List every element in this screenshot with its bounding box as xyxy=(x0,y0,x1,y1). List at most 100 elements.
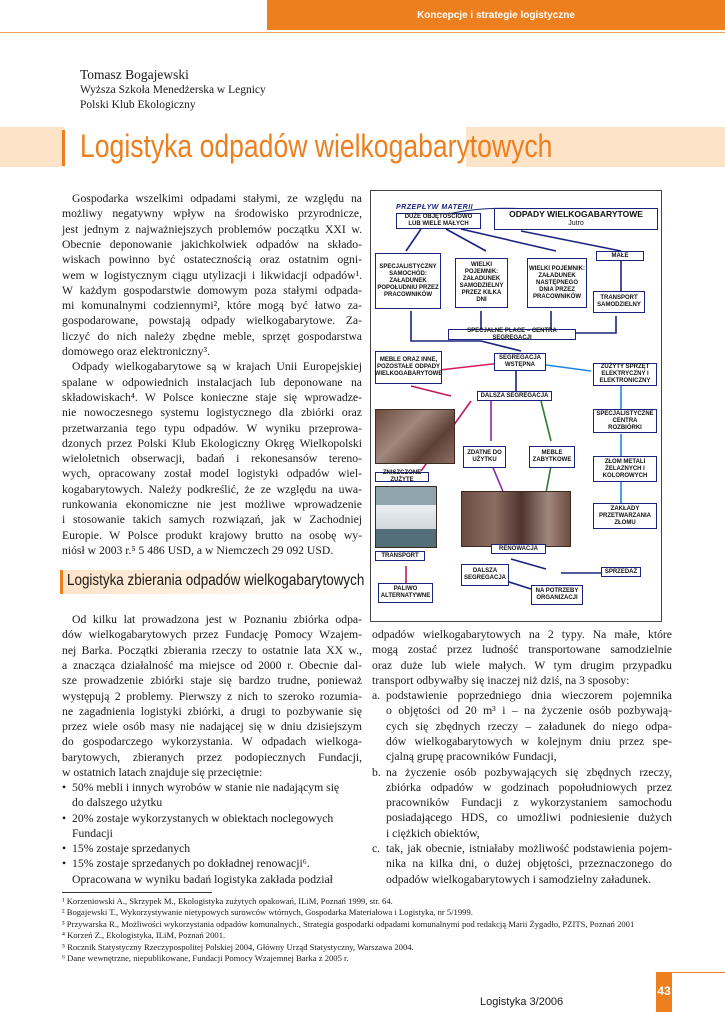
list-item-line: nika na kilka dni, o dużej objętości, pr… xyxy=(386,857,672,871)
text-line: składowiskach⁴. W Polsce konieczne staje… xyxy=(62,390,362,404)
diagram-box: DALSZA SEGREGACJA xyxy=(461,564,509,586)
text-line: barytowych, zbieranych przez podopieczny… xyxy=(62,750,362,764)
diagram-box: ZUŻYTY SPRZĘT ELEKTRYCZNY I ELEKTRONICZN… xyxy=(593,363,657,386)
list-item-line: na życzenie osób pozbywających się zbędn… xyxy=(386,765,672,779)
list-item-line: zbiórka odpadów w godzinach popołudniowy… xyxy=(386,780,672,794)
diagram-main-subtitle: Jutro xyxy=(568,220,584,227)
text-line: dzonych przez Polski Klub Ekologiczny Ok… xyxy=(62,436,362,450)
paragraph-line: Opracowana w wyniku badań logistyka zakł… xyxy=(72,873,333,886)
diagram-box: ZAKŁADY PRZETWARZANIA ZŁOMU xyxy=(593,503,657,529)
diagram-box: SEGREGACJA WSTĘPNA xyxy=(494,353,546,371)
diagram-box: ZNISZCZONE ZUŻYTE xyxy=(375,470,429,483)
text-line: nej Barka. Początki zbierania rzeczy to … xyxy=(62,643,362,657)
footnote: ³ Przywarska R., Możliwości wykorzystani… xyxy=(62,918,635,929)
diagram-box: MAŁE xyxy=(596,251,644,261)
text-line: runkowania ekonomiczne nie jest możliwe … xyxy=(62,498,362,511)
list-marker: b. xyxy=(372,765,381,779)
list-item-line: odpadów wielkogabarytowych i samodzielny… xyxy=(386,872,652,886)
footnote: ² Bogajewski T., Wykorzystywanie nietypo… xyxy=(62,907,473,918)
text-line: niósł w 2003 r.⁵ 5 486 USD, a w Niemczec… xyxy=(62,543,334,557)
flow-diagram: PRZEPŁYW MATERII ODPADY WIELKOGABARYTOWE… xyxy=(370,190,662,622)
text-line: Gospodarka wszelkimi odpadami stałymi, z… xyxy=(72,192,362,205)
text-line: Od kilku lat prowadzona jest w Poznaniu … xyxy=(72,613,362,626)
text-line: kogabarytowych. Należy podkreślić, że ze… xyxy=(62,482,362,496)
diagram-box: SPECJALNE PLACE – CENTRA SEGREGACJI xyxy=(448,328,576,341)
section-header-band: Koncepcje i strategie logistyczne xyxy=(267,0,725,30)
text-line: oraz duże lub wiele małych. W tym drugim… xyxy=(372,658,672,672)
percentage-list: 50% mebli i innych wyrobów w stanie nie … xyxy=(62,780,339,872)
text-line: Obecnie deponowanie jakichkolwiek odpadó… xyxy=(62,237,362,251)
text-line: występują 2 problemy. Pierwszy z nich to… xyxy=(62,689,362,703)
text-line: sze prowadzenie zbiórki staje się bardzo… xyxy=(62,674,362,688)
diagram-box: MEBLE ZABYTKOWE xyxy=(529,446,575,468)
text-line: ne zagadnienia logistyki zbiórki, a drug… xyxy=(62,704,362,718)
text-line: w ostatnich latach znajduje się przecięt… xyxy=(62,766,263,779)
list-item: do dalszego użytku xyxy=(72,796,163,810)
text-line: Odpady wielkogabarytowe są w krajach Uni… xyxy=(72,360,362,374)
footnote: ⁴ Korzeń Z., Ekologistyka, ILiM, Poznań … xyxy=(62,930,226,941)
list-item-line: podstawienie poprzedniego dnia wieczorem… xyxy=(386,689,672,702)
diagram-box: WIELKI POJEMNIK: ZAŁADUNEK NASTĘPNEGO DN… xyxy=(527,258,587,308)
text-line: liczyć do nich należy zbędne meble, sprz… xyxy=(62,329,362,343)
section-header-label: Koncepcje i strategie logistyczne xyxy=(417,10,575,21)
text-line: spalane w odpowiednich instalacjach lub … xyxy=(62,375,362,389)
text-line: do gospodarczego wykorzystania. W odpada… xyxy=(62,735,362,749)
text-line: wiskach powinno być ostatecznością oraz … xyxy=(62,253,362,267)
diagram-box: DALSZA SEGREGACJA xyxy=(477,391,552,401)
text-line: przetwarzania tego typu odpadów. W wynik… xyxy=(62,421,362,435)
footnote-rule xyxy=(62,892,212,893)
section-heading-text: Logistyka zbierania odpadów wielkogabary… xyxy=(67,572,365,589)
page-number-rule xyxy=(672,972,725,973)
author-name: Tomasz Bogajewski xyxy=(80,67,189,82)
diagram-box: ZDATNE DO UŻYTKU xyxy=(463,446,506,468)
text-line: dów wielkogabarytowych przez Fundację Po… xyxy=(62,628,362,642)
list-item: 50% mebli i innych wyrobów w stanie nie … xyxy=(62,780,339,796)
title-accent-bar xyxy=(62,130,65,166)
text-line: wieloletnich obserwacji, badań i rekones… xyxy=(62,452,362,466)
title-band xyxy=(0,127,725,167)
diagram-main-title-text: ODPADY WIELKOGABARYTOWE xyxy=(509,209,643,219)
list-item: 20% zostaje wykorzystanych w obiektach n… xyxy=(62,811,339,827)
diagram-box: ZŁOM METALI ŻELAZNYCH I KOLOROWYCH xyxy=(593,456,657,482)
list-marker: c. xyxy=(372,842,381,855)
diagram-box: NA POTRZEBY ORGANIZACJI xyxy=(531,585,583,605)
text-line: możliwy negatywny wpływ na środowisko pr… xyxy=(62,207,362,221)
photo-renovation xyxy=(461,491,571,547)
diagram-box: DUŻE OBJĘTOŚCIOWO LUB WIELE MAŁYCH xyxy=(396,213,481,229)
header-rule xyxy=(0,32,725,33)
diagram-box: SPECJALISTYCZNE CENTRA ROZBIÓRKI xyxy=(593,409,657,433)
list-item: 15% zostaje sprzedanych po dokładnej ren… xyxy=(62,856,339,872)
text-line: przez wiele osób masy nie nadającej się … xyxy=(62,720,362,734)
photo-truck xyxy=(375,486,437,548)
text-line: transport odbywałby się inaczej niż dziś… xyxy=(372,673,630,687)
diagram-box: TRANSPORT xyxy=(375,551,425,561)
list-item: 15% zostaje sprzedanych xyxy=(62,841,339,857)
list-item-line: cjalną grupę pracowników Fundacji, xyxy=(386,750,557,764)
footnote: ⁵ Rocznik Statystyczny Rzeczypospolitej … xyxy=(62,941,414,952)
section-heading: Logistyka zbierania odpadów wielkogabary… xyxy=(60,570,364,594)
text-line: mi komunalnymi codziennymi², które mogą … xyxy=(62,299,362,313)
text-line: W każdym gospodarstwie domowym poza stał… xyxy=(62,283,362,297)
journal-issue: Logistyka 3/2006 xyxy=(480,996,564,1008)
diagram-box: WIELKI POJEMNIK: ZAŁADUNEK SAMODZIELNY P… xyxy=(455,258,508,308)
diagram-box: PALIWO ALTERNATYWNE xyxy=(378,583,433,603)
page-number: 43 xyxy=(656,972,672,1012)
list-marker: a. xyxy=(372,689,381,702)
text-line: jest jednym z najważniejszych problemów … xyxy=(62,222,362,236)
author-affiliation: Polski Klub Ekologiczny xyxy=(80,99,196,111)
footnote: ⁶ Dane wewnętrzne, niepublikowane, Funda… xyxy=(62,953,349,963)
footnote: ¹ Korzeniowski A., Skrzypek M., Ekologis… xyxy=(62,896,393,906)
text-line: odpadów wielkogabarytowych na 2 typy. Na… xyxy=(372,628,672,641)
list-item-line: posiadającego HDS, co umożliwi podniesie… xyxy=(386,811,672,825)
list-item-line: i ciężkich obiektów, xyxy=(386,826,480,840)
flow-label: PRZEPŁYW MATERII xyxy=(396,204,474,211)
diagram-box: MEBLE ORAZ INNE, POZOSTAŁE ODPADY WIELKO… xyxy=(375,351,442,384)
diagram-box: TRANSPORT SAMODZIELNY xyxy=(593,291,645,313)
text-line: wych, opracowany został model logistyki … xyxy=(62,467,362,481)
diagram-box: SPRZEDAŻ xyxy=(601,567,641,577)
list-item-line: o objętości od 20 m³ i – na życzenie osó… xyxy=(386,704,672,718)
text-line: i stosowanie takich samych rozwiązań, ja… xyxy=(62,513,362,527)
text-line: mogą zostać przez ludność transportowane… xyxy=(372,643,672,657)
diagram-box: RENOWACJA xyxy=(491,544,546,554)
